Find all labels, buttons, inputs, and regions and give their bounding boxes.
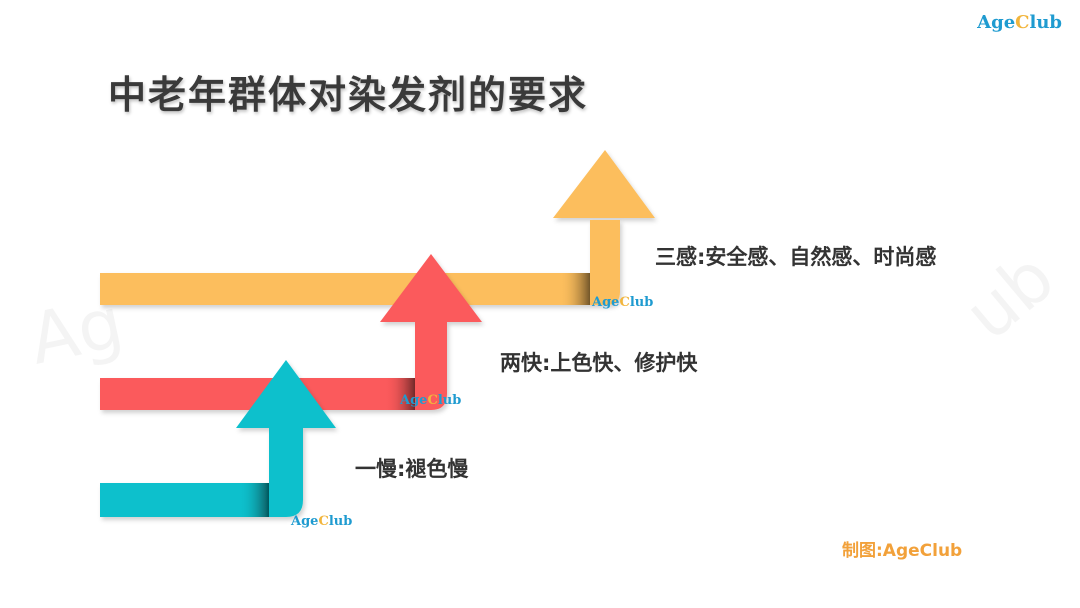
arrow-step-2 — [100, 254, 482, 410]
step-1-label: 一慢:褪色慢 — [355, 457, 469, 481]
step-1-logo: AgeClub — [291, 514, 353, 529]
step-3-label: 三感:安全感、自然感、时尚感 — [655, 245, 937, 269]
chart-credit: 制图:AgeClub — [842, 541, 963, 561]
ageclub-logo: AgeClub — [977, 12, 1062, 33]
arrow-step-3 — [100, 150, 655, 305]
step-2-logo: AgeClub — [400, 393, 462, 408]
page-title: 中老年群体对染发剂的要求 — [108, 73, 589, 117]
step-2-label: 两快:上色快、修护快 — [500, 351, 698, 375]
arrow-step-1 — [100, 360, 336, 517]
step-3-logo: AgeClub — [592, 295, 654, 310]
